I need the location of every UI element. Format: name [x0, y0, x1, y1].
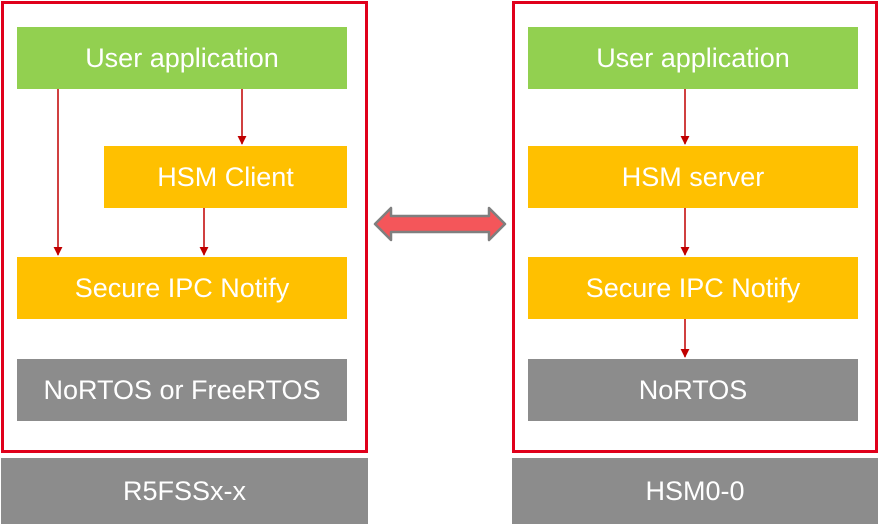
bidirectional-ipc-arrow [373, 206, 507, 242]
left-os-box: NoRTOS or FreeRTOS [17, 359, 347, 421]
left-os-label: NoRTOS or FreeRTOS [43, 374, 321, 405]
right-secure-ipc-notify-label: Secure IPC Notify [585, 272, 801, 303]
left-secure-ipc-notify-label: Secure IPC Notify [74, 272, 290, 303]
hsm-server-label: HSM server [621, 161, 765, 192]
left-user-application-label: User application [85, 42, 279, 73]
hsm-client-label: HSM Client [157, 161, 294, 192]
left-secure-ipc-notify-box: Secure IPC Notify [17, 257, 347, 319]
hsm-client-box: HSM Client [104, 146, 347, 208]
right-core-label: HSM0-0 [645, 475, 745, 506]
right-user-application-box: User application [528, 27, 858, 89]
right-os-box: NoRTOS [528, 359, 858, 421]
right-user-application-label: User application [596, 42, 790, 73]
right-core-box: HSM0-0 [512, 458, 878, 524]
hsm-server-box: HSM server [528, 146, 858, 208]
right-secure-ipc-notify-box: Secure IPC Notify [528, 257, 858, 319]
right-os-label: NoRTOS [638, 374, 748, 405]
left-user-application-box: User application [17, 27, 347, 89]
left-core-label: R5FSSx-x [122, 475, 247, 506]
left-core-box: R5FSSx-x [1, 458, 368, 524]
